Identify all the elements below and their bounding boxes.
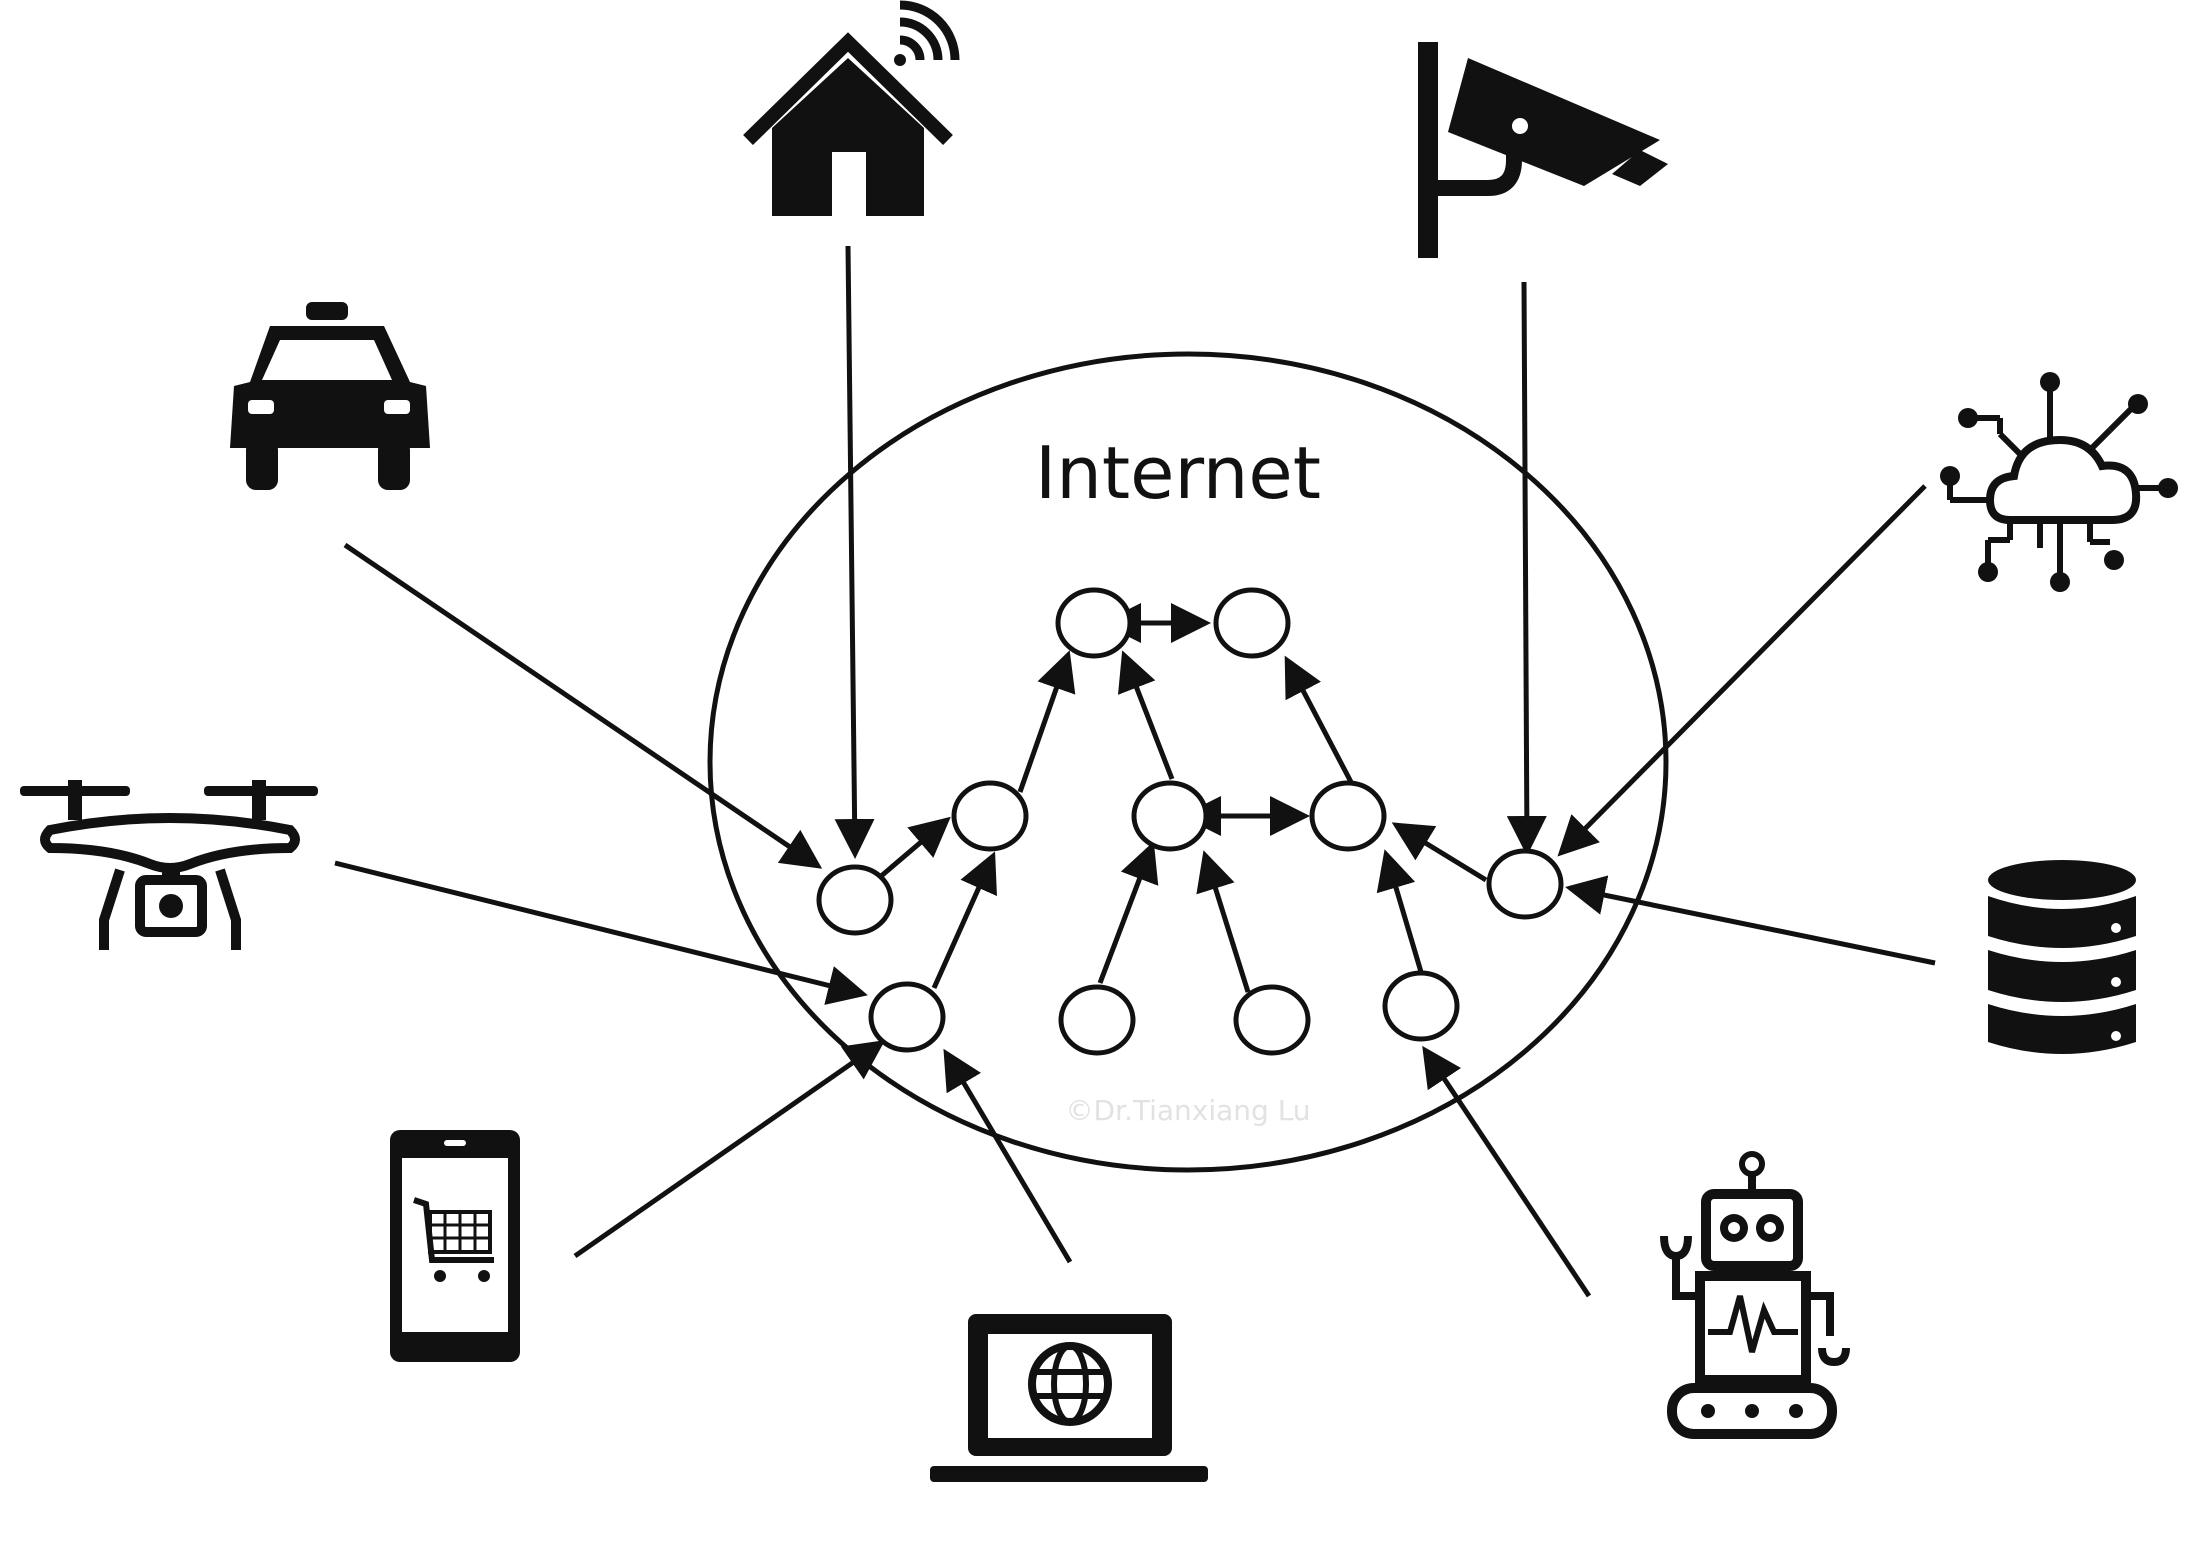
network-node (1058, 984, 1136, 1056)
network-node (868, 981, 946, 1053)
network-node (1382, 970, 1460, 1042)
laptop-globe-icon (930, 1314, 1208, 1482)
network-node (1309, 780, 1387, 852)
database-icon (1988, 860, 2136, 1054)
internal-edges (878, 603, 1488, 993)
smart-home-icon (743, 0, 960, 216)
network-node (1055, 587, 1133, 659)
internet-label: Internet (1035, 431, 1321, 515)
drone-icon (20, 780, 318, 950)
security-camera-icon (1418, 42, 1668, 258)
taxi-icon (230, 302, 430, 490)
network-node (951, 780, 1029, 852)
cloud-network-icon (1940, 372, 2178, 592)
network-node (816, 864, 894, 936)
network-node (1233, 984, 1311, 1056)
network-node (1213, 587, 1291, 659)
device-edges (334, 245, 1936, 1298)
network-nodes (816, 587, 1564, 1056)
internet-boundary (707, 351, 1669, 1173)
network-node (1131, 780, 1209, 852)
smartphone-shopping-icon (390, 1130, 520, 1362)
robot-icon (1660, 1151, 1850, 1439)
watermark: ©Dr.Tianxiang Lu (1065, 1094, 1310, 1127)
network-node (1486, 848, 1564, 920)
